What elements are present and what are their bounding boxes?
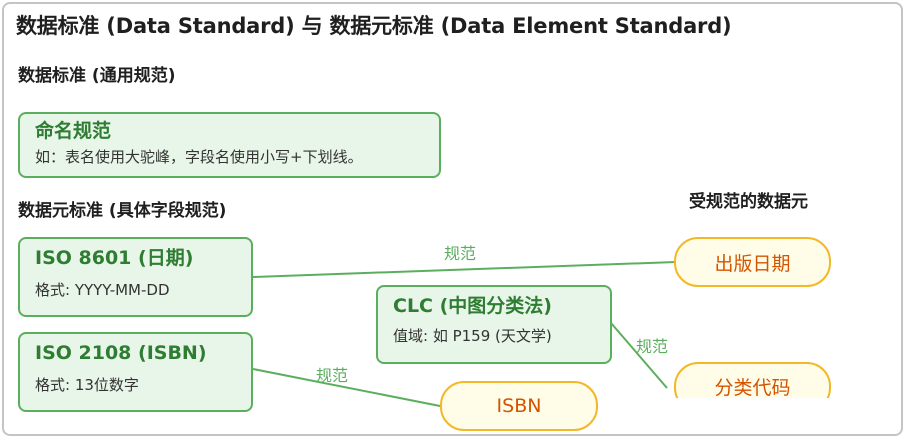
edge-label-clc: 规范	[636, 337, 669, 356]
iso8601-desc: 格式: YYYY-MM-DD	[35, 281, 170, 299]
iso8601-standard-box: ISO 8601 (日期) 格式: YYYY-MM-DD	[18, 237, 253, 317]
section-heading-general: 数据标准 (通用规范)	[18, 66, 176, 86]
data-element-publish-date: 出版日期	[674, 237, 831, 287]
data-element-isbn-label: ISBN	[496, 395, 542, 417]
edge-label-iso2108: 规范	[316, 366, 349, 385]
clipped-region	[672, 398, 832, 428]
naming-standard-title: 命名规范	[35, 120, 112, 142]
data-element-classification-code-label: 分类代码	[714, 377, 791, 399]
diagram-title: 数据标准 (Data Standard) 与 数据元标准 (Data Eleme…	[16, 14, 732, 38]
clc-title: CLC (中图分类法)	[393, 295, 552, 317]
naming-standard-box: 命名规范 如：表名使用大驼峰，字段名使用小写+下划线。	[18, 112, 441, 178]
iso8601-title: ISO 8601 (日期)	[35, 247, 194, 269]
iso2108-desc: 格式: 13位数字	[35, 376, 139, 394]
data-element-isbn: ISBN	[440, 381, 598, 431]
clc-desc: 值域: 如 P159 (天文学)	[393, 327, 552, 345]
iso2108-title: ISO 2108 (ISBN)	[35, 342, 207, 364]
clc-standard-box: CLC (中图分类法) 值域: 如 P159 (天文学)	[376, 285, 612, 364]
edge-label-iso8601: 规范	[444, 244, 477, 263]
naming-standard-desc: 如：表名使用大驼峰，字段名使用小写+下划线。	[35, 148, 363, 166]
section-heading-element: 数据元标准 (具体字段规范)	[18, 201, 227, 221]
section-heading-governed: 受规范的数据元	[689, 192, 808, 212]
data-element-publish-date-label: 出版日期	[714, 252, 791, 275]
iso2108-standard-box: ISO 2108 (ISBN) 格式: 13位数字	[18, 332, 253, 412]
